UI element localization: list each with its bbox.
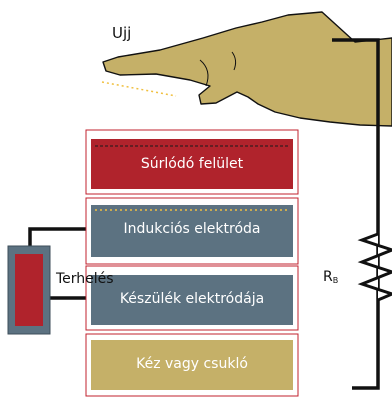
load-label: Terhelés: [56, 271, 114, 287]
resistor-symbol: [357, 232, 392, 302]
friction-layer-label: Súrlódó felület: [140, 156, 244, 172]
hand-layer-label: Kéz vagy csukló: [136, 356, 248, 372]
resistor-letter: R: [323, 269, 333, 285]
finger-crease: [199, 59, 209, 87]
resistor-subscript: B: [332, 276, 339, 285]
resistor-label: RB: [323, 269, 338, 285]
friction-layer: [91, 139, 293, 189]
load-wire-top: [28, 227, 86, 252]
induction-layer-label: Indukciós elektróda: [123, 221, 261, 237]
device-layer-label: Készülék elektródája: [119, 291, 265, 307]
load-element-core: [15, 254, 43, 326]
hand-layer: [91, 340, 293, 390]
device-layer: [91, 275, 293, 325]
knuckle-crease: [231, 51, 237, 71]
hand-icon: [102, 11, 392, 127]
friction-trace: [101, 81, 177, 97]
right-wire: [332, 38, 380, 390]
induction-layer: [91, 205, 293, 257]
finger-label: Ujj: [112, 24, 132, 42]
